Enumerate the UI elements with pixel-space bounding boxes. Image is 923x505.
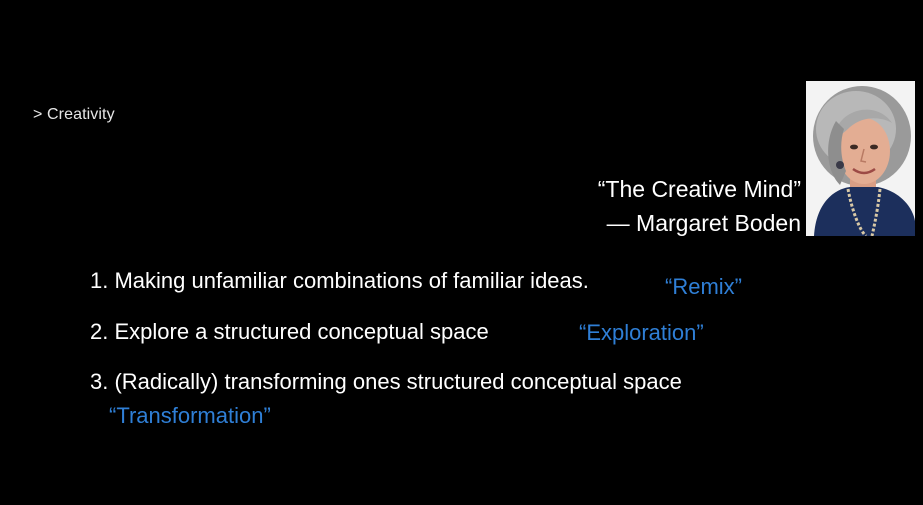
tag-remix: “Remix” [665, 274, 742, 299]
quote-block: “The Creative Mind” — Margaret Boden [598, 172, 801, 240]
tag-transformation: “Transformation” [109, 403, 271, 428]
list-item-1: 1. Making unfamiliar combinations of fam… [90, 268, 589, 293]
list-item-2: 2. Explore a structured conceptual space [90, 319, 489, 344]
quote-author: — Margaret Boden [606, 210, 801, 236]
tag-exploration: “Exploration” [579, 320, 704, 345]
list-item-3: 3. (Radically) transforming ones structu… [90, 369, 682, 394]
portrait-photo [806, 81, 915, 236]
breadcrumb: > Creativity [33, 106, 115, 123]
quote-title: “The Creative Mind” [597, 176, 801, 202]
